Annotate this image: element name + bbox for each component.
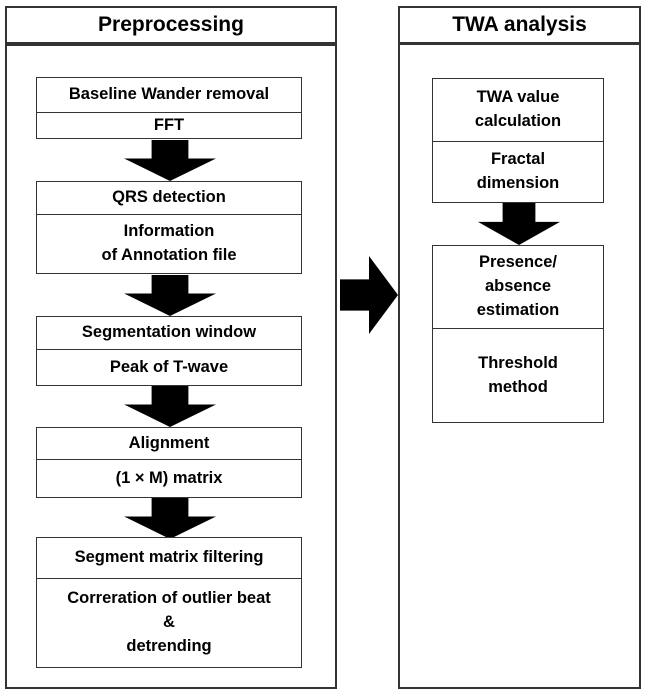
preprocessing-title: Preprocessing — [5, 6, 337, 44]
baseline-wander-removal-box: Baseline Wander removal — [36, 77, 302, 113]
peak-of-t-wave-box: Peak of T-wave — [36, 349, 302, 386]
right-arrow-icon — [340, 256, 398, 334]
matrix-box: (1 × M) matrix — [36, 459, 302, 498]
fft-box: FFT — [36, 112, 302, 139]
fractal-dimension-box: Fractal dimension — [432, 141, 604, 203]
threshold-method-box: Threshold method — [432, 328, 604, 423]
twa-value-calculation-box: TWA value calculation — [432, 78, 604, 142]
annotation-info-box: Information of Annotation file — [36, 214, 302, 274]
outlier-beat-detrending-box: Correration of outlier beat & detrending — [36, 578, 302, 668]
segment-matrix-filtering-box: Segment matrix filtering — [36, 537, 302, 579]
twa-analysis-title: TWA analysis — [398, 6, 641, 44]
presence-absence-estimation-box: Presence/ absence estimation — [432, 245, 604, 329]
alignment-box: Alignment — [36, 427, 302, 460]
qrs-detection-box: QRS detection — [36, 181, 302, 215]
segmentation-window-box: Segmentation window — [36, 316, 302, 350]
